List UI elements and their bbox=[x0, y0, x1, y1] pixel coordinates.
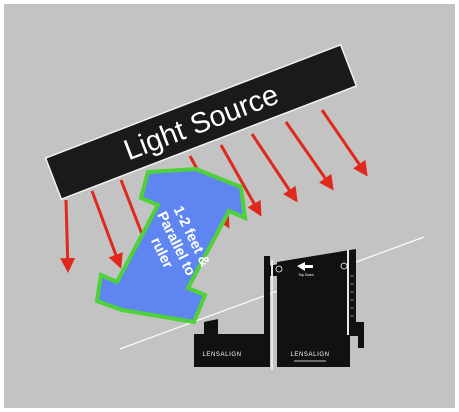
device-base-right bbox=[277, 249, 364, 367]
device-base-left bbox=[194, 256, 270, 367]
light-ray bbox=[60, 199, 76, 273]
light-ray bbox=[250, 133, 298, 203]
light-ray bbox=[320, 109, 368, 177]
diagram-canvas: Light Source Top Down bbox=[4, 4, 455, 408]
device-brand-left: LENSALIGN bbox=[202, 352, 241, 358]
setup-diagram: Light Source Top Down bbox=[44, 43, 425, 370]
light-ray bbox=[284, 121, 334, 191]
device-brand-right: LENSALIGN bbox=[290, 352, 329, 358]
device-top-arm bbox=[268, 250, 356, 276]
device-slot bbox=[271, 260, 273, 370]
light-ray bbox=[219, 144, 262, 217]
screw-icon bbox=[340, 262, 348, 270]
ruler-ticks bbox=[350, 275, 354, 317]
lensalign-device: Top Down LENSALIGN LENSALIGN bbox=[194, 249, 364, 370]
light-source-bar bbox=[44, 43, 358, 201]
distance-arrow: 1-2 feet & Parallel to ruler bbox=[94, 166, 248, 325]
light-ray bbox=[90, 190, 123, 269]
screw-icon bbox=[275, 265, 283, 273]
double-arrow-icon bbox=[94, 166, 248, 325]
device-small-label: Top Down bbox=[298, 273, 314, 277]
arrow-left-icon bbox=[297, 262, 313, 271]
device-slot bbox=[347, 250, 349, 335]
